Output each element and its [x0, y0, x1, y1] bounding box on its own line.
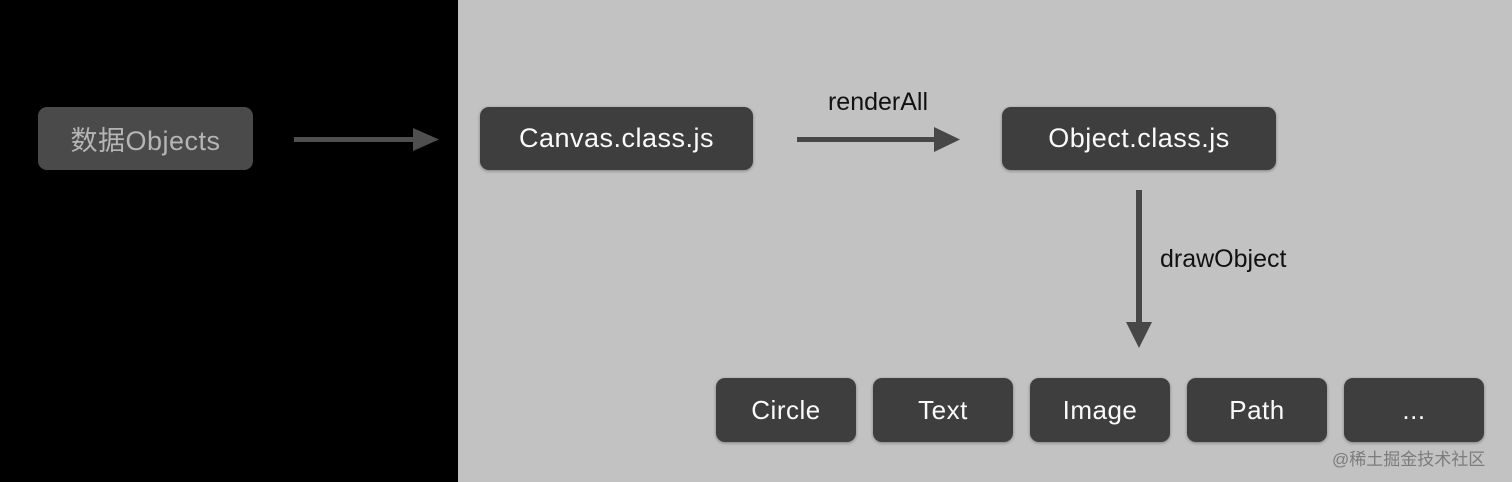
arrow-canvas-to-object — [797, 127, 960, 152]
node-shape-image-label: Image — [1062, 394, 1138, 425]
node-data-objects: 数据Objects — [38, 107, 253, 170]
node-shape-path: Path — [1187, 378, 1327, 442]
edge-label-render-all: renderAll — [827, 88, 929, 116]
node-shape-path-label: Path — [1229, 394, 1285, 425]
node-canvas-class-js-label: Canvas.class.js — [518, 123, 715, 153]
node-shape-ellipsis-label: ... — [1402, 394, 1426, 425]
node-shape-ellipsis: ... — [1344, 378, 1484, 442]
left-black-panel — [0, 0, 458, 482]
juejin-watermark: @稀土掘金技术社区 — [1332, 450, 1486, 469]
node-shape-circle: Circle — [716, 378, 856, 442]
edge-label-draw-object: drawObject — [1160, 245, 1287, 273]
node-data-objects-label: 数据Objects — [70, 126, 221, 156]
node-shape-image: Image — [1030, 378, 1170, 442]
node-canvas-class-js: Canvas.class.js — [480, 107, 753, 170]
node-object-class-js: Object.class.js — [1002, 107, 1276, 170]
node-shape-circle-label: Circle — [751, 394, 821, 425]
node-object-class-js-label: Object.class.js — [1048, 123, 1230, 153]
node-shape-text: Text — [873, 378, 1013, 442]
node-shape-text-label: Text — [918, 394, 968, 425]
arrow-object-to-shapes — [1126, 190, 1152, 348]
